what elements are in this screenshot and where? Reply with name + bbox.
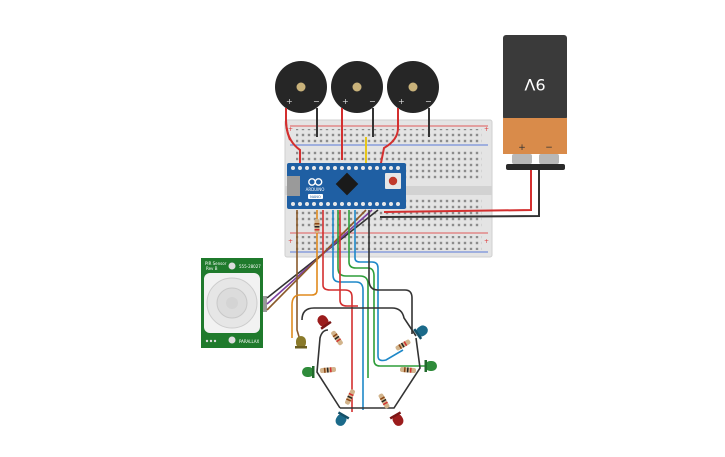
pir-part-number: 555-28027 [239, 264, 261, 269]
led-green-left[interactable] [302, 366, 315, 378]
battery-terminal-negative: − [545, 143, 553, 153]
arduino-brand: ARDUINO [306, 187, 325, 192]
led-red-bottom-right[interactable] [389, 411, 407, 428]
pir-header-pins [263, 296, 267, 312]
battery-wires [379, 170, 540, 218]
pir-sensor[interactable]: PIR Sensor Rev B 555-28027 PARALLAX [201, 258, 267, 348]
buzzer-2[interactable]: + − [331, 61, 383, 113]
ground-loop [301, 307, 421, 409]
buzzer-pin-positive: + [286, 97, 293, 106]
buzzer-pin-negative: − [369, 97, 376, 106]
resistor [399, 366, 417, 374]
svg-text:+: + [484, 126, 489, 133]
buzzer-pin-positive: + [398, 97, 405, 106]
usb-port [287, 176, 300, 196]
arduino-pins-bottom [291, 202, 400, 206]
buzzer-pin-negative: − [313, 97, 320, 106]
arduino-nano[interactable]: ARDUINO NANO [287, 163, 406, 209]
resistor [319, 366, 337, 374]
buzzer-pin-positive: + [342, 97, 349, 106]
battery-terminal-positive: + [518, 143, 526, 153]
resistor [378, 393, 390, 409]
resistor [395, 339, 411, 351]
led-green-right[interactable] [424, 360, 438, 372]
led-yellow[interactable] [295, 336, 307, 349]
svg-text:+: + [484, 238, 489, 245]
led-blue-right-upper[interactable] [413, 323, 430, 340]
resistor [345, 389, 355, 405]
battery-9v[interactable]: 9V + − [503, 35, 567, 170]
svg-text:+: + [288, 238, 293, 245]
battery-clip [506, 164, 565, 170]
resistor [331, 330, 343, 346]
led-red-top-left[interactable] [315, 313, 332, 330]
pir-title-line2: Rev B [206, 266, 218, 271]
svg-text:+: + [288, 126, 293, 133]
buzzer-leads [285, 108, 430, 169]
led-blue-bottom-left[interactable] [333, 411, 350, 428]
arduino-pins-top [291, 166, 400, 170]
arduino-logo-icon [308, 178, 323, 186]
arduino-model: NANO [310, 195, 321, 199]
pir-maker: PARALLAX [239, 339, 260, 344]
pir-title-line1: PIR Sensor [205, 261, 227, 266]
resistor [314, 219, 320, 233]
buzzer-3[interactable]: + − [387, 61, 439, 113]
buzzer-pin-negative: − [425, 97, 432, 106]
battery-label: 9V [524, 75, 545, 94]
buzzer-1[interactable]: + − [275, 61, 327, 113]
